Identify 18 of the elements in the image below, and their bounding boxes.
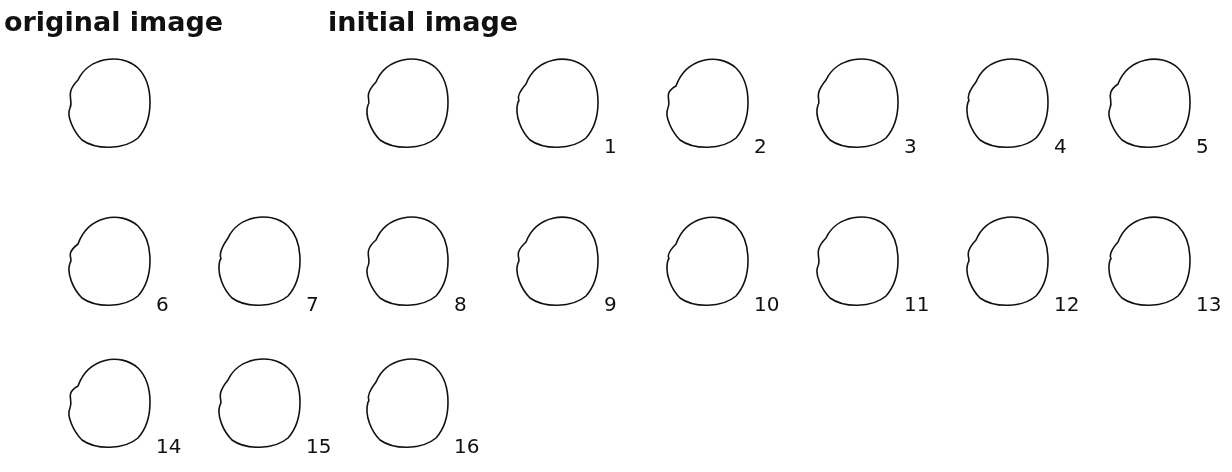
number-label: 13 (1196, 292, 1222, 316)
number-label: 2 (754, 134, 767, 158)
number-label: 6 (156, 292, 169, 316)
column-heading: initial image (328, 6, 518, 37)
number-label: 9 (604, 292, 617, 316)
number-label: 4 (1054, 134, 1067, 158)
column-heading: original image (4, 6, 224, 37)
number-label: 10 (754, 292, 780, 316)
number-label: 3 (904, 134, 917, 158)
number-label: 8 (454, 292, 467, 316)
number-label: 5 (1196, 134, 1209, 158)
number-label: 16 (454, 434, 480, 458)
number-label: 11 (904, 292, 930, 316)
number-label: 7 (306, 292, 319, 316)
number-label: 1 (604, 134, 617, 158)
number-label: 15 (306, 434, 332, 458)
number-label: 12 (1054, 292, 1080, 316)
number-label: 14 (156, 434, 182, 458)
